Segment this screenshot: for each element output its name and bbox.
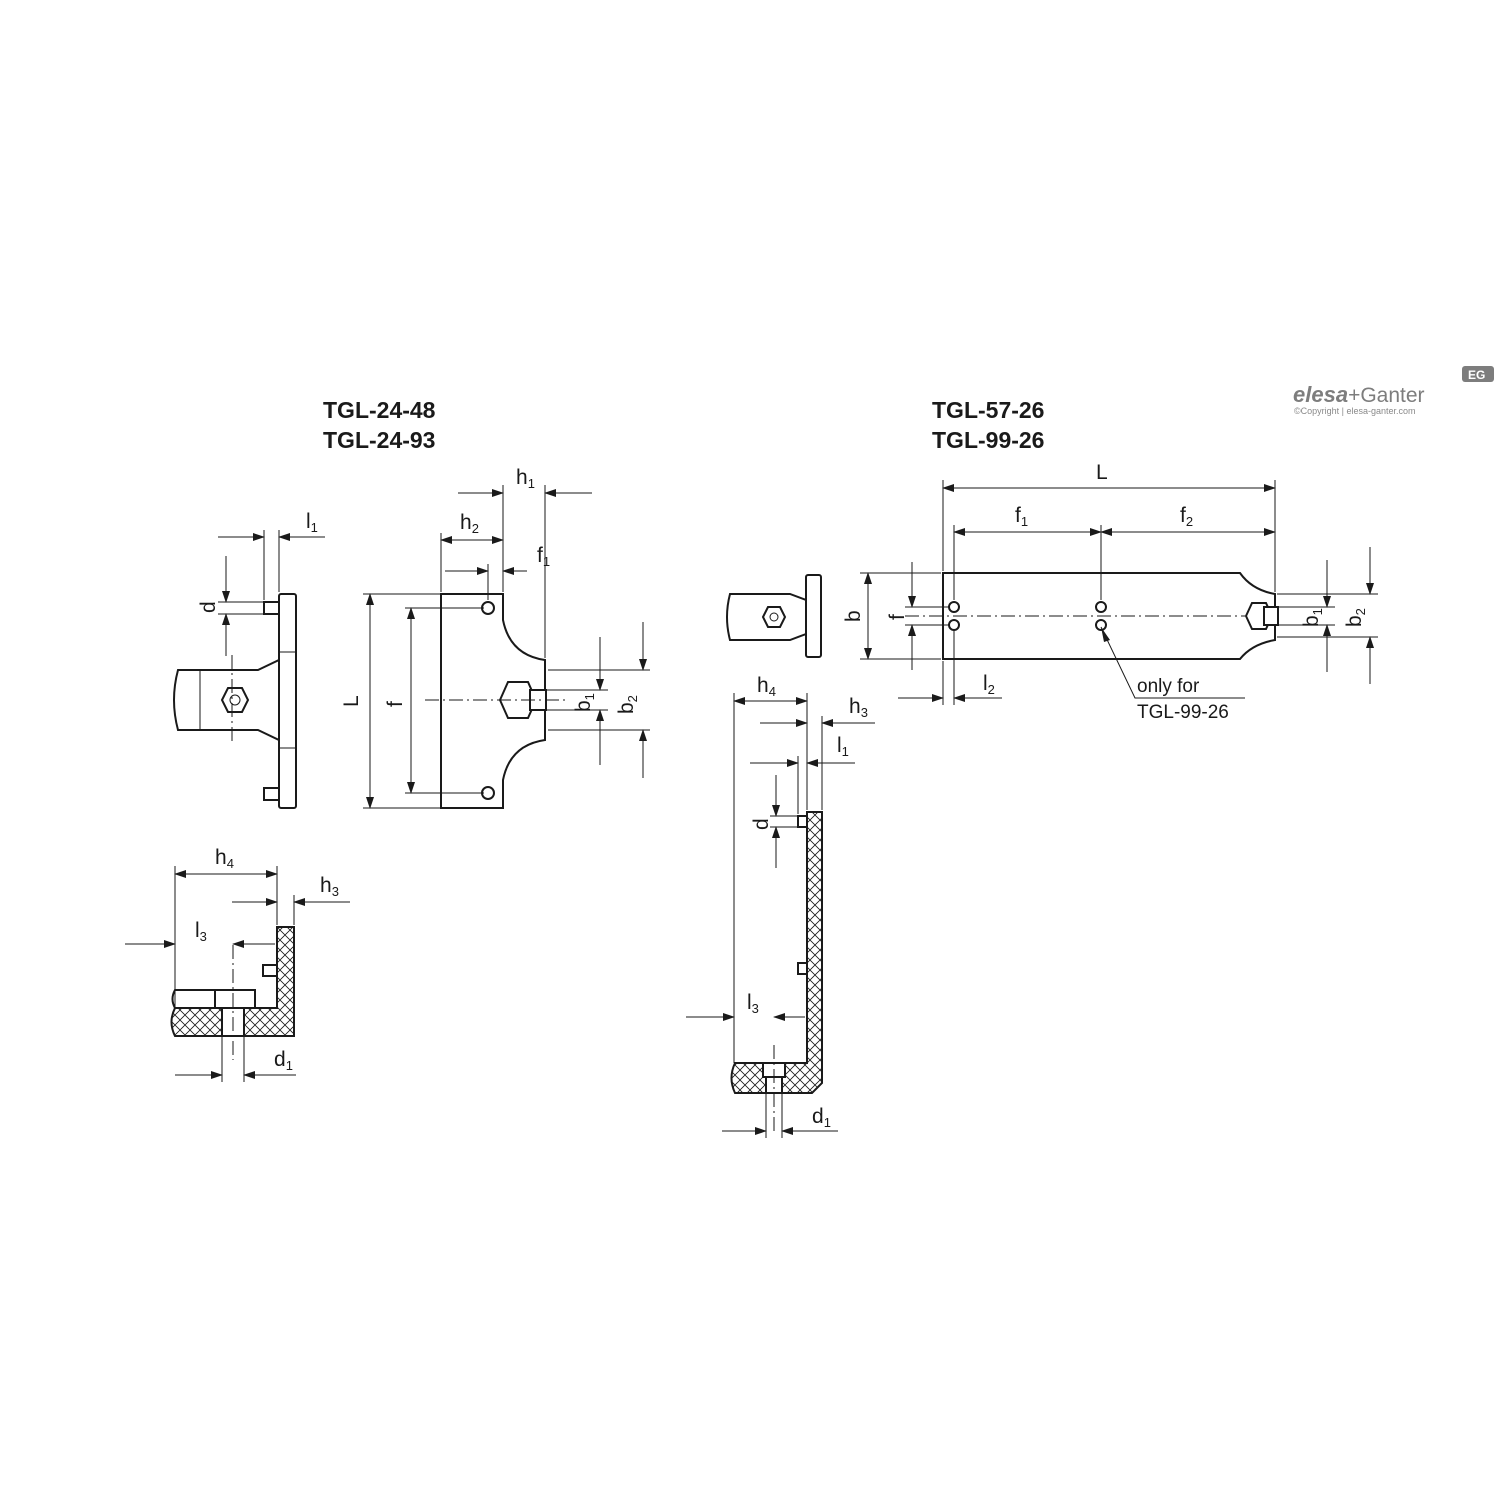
dim-label-b-right: b [842, 610, 865, 622]
dim-label-d: d [197, 601, 220, 613]
right-front-view: L f1 f2 b f l2 b1 [842, 461, 1378, 723]
dim-label-b2-right: b [1343, 615, 1366, 627]
dim-label-L-left: L [340, 695, 363, 707]
dim-label-l2-right: l [983, 672, 988, 695]
left-front-view: L f h1 h2 f1 b1 b2 [340, 466, 650, 809]
note-leader [1100, 626, 1245, 699]
left-section-pin [262, 964, 278, 977]
svg-text:l3: l3 [747, 991, 759, 1016]
right-side-plate [805, 574, 822, 658]
right-section-pin-bottom [797, 962, 808, 975]
svg-text:f1: f1 [537, 544, 550, 569]
right-side-view [726, 574, 822, 658]
brand-name-elesa: elesa [1293, 382, 1348, 407]
brand-copyright: ©Copyright | elesa-ganter.com [1294, 406, 1416, 416]
dim-label-b1-right: b [1300, 615, 1323, 627]
left-front-body [440, 593, 546, 809]
left-title-line1: TGL-24-48 [323, 397, 436, 423]
dim-label-f1-left: f [537, 544, 543, 567]
right-title-line1: TGL-57-26 [932, 397, 1044, 423]
right-title: TGL-57-26 TGL-99-26 [932, 397, 1044, 453]
svg-text:l3: l3 [195, 919, 207, 944]
svg-text:h4: h4 [757, 674, 776, 699]
dim-label-f-right: f [886, 614, 909, 620]
svg-text:l2: l2 [983, 672, 995, 697]
left-title-line2: TGL-24-93 [323, 427, 435, 453]
right-title-line2: TGL-99-26 [932, 427, 1044, 453]
svg-text:b1: b1 [1300, 608, 1325, 627]
right-section-view: h4 h3 l1 d l3 d1 [686, 674, 875, 1138]
dim-label-h2-left: h [460, 511, 472, 534]
dim-label-h4-right: h [757, 674, 769, 697]
dim-label-l1: l [306, 510, 311, 533]
dim-label-h3-left: h [320, 874, 332, 897]
dim-label-h1-left: h [516, 466, 528, 489]
svg-text:f2: f2 [1180, 504, 1193, 529]
dim-label-d-right: d [750, 818, 773, 830]
right-front-hole-3 [1095, 601, 1107, 613]
dim-label-L-right: L [1096, 461, 1108, 484]
svg-text:l1: l1 [306, 510, 318, 535]
note-line1: only for [1137, 676, 1200, 697]
dim-label-d1-left: d [274, 1048, 286, 1071]
svg-text:b2: b2 [615, 695, 640, 714]
dim-label-l3-left: l [195, 919, 200, 942]
svg-text:h1: h1 [516, 466, 535, 491]
dim-label-l3-right: l [747, 991, 752, 1014]
left-title: TGL-24-48 TGL-24-93 [323, 397, 436, 453]
dim-label-f-left: f [384, 701, 407, 707]
dim-label-h4-left: h [215, 846, 227, 869]
left-section-nut [214, 989, 256, 1009]
brand-mark-badge [1462, 366, 1494, 382]
brand-mark: EG [1468, 368, 1485, 382]
svg-text:h4: h4 [215, 846, 234, 871]
svg-text:d1: d1 [812, 1105, 831, 1130]
dim-label-f1-right: f [1015, 504, 1021, 527]
right-front-hole-4 [1095, 619, 1107, 631]
left-side-pin-top [263, 601, 280, 615]
right-front-hole-1 [948, 601, 960, 613]
dim-label-b2-left: b [615, 702, 638, 714]
dim-label-l1-right: l [837, 734, 842, 757]
right-front-hole-2 [948, 619, 960, 631]
svg-text:h3: h3 [320, 874, 339, 899]
svg-text:elesa+Ganter: elesa+Ganter [1293, 382, 1425, 407]
svg-text:h3: h3 [849, 695, 868, 720]
svg-text:b2: b2 [1343, 608, 1368, 627]
dim-label-f2-right: f [1180, 504, 1186, 527]
dim-label-b1-left: b [572, 700, 595, 712]
svg-text:d1: d1 [274, 1048, 293, 1073]
left-side-plate [278, 593, 297, 809]
right-section-body [730, 811, 823, 1094]
brand-logo: elesa+Ganter EG ©Copyright | elesa-gante… [1293, 366, 1494, 416]
note-line2: TGL-99-26 [1137, 702, 1229, 723]
right-front-grub-screw [1263, 606, 1279, 626]
right-side-hex-nut [761, 606, 787, 628]
svg-text:b1: b1 [572, 693, 597, 712]
left-side-pin-bottom [263, 787, 280, 801]
brand-name-ganter: +Ganter [1348, 384, 1424, 407]
left-section-view: h4 h3 l3 d1 [125, 846, 350, 1082]
svg-text:h2: h2 [460, 511, 479, 536]
svg-text:f1: f1 [1015, 504, 1028, 529]
svg-text:l1: l1 [837, 734, 849, 759]
dim-label-d1-right: d [812, 1105, 824, 1128]
dim-label-h3-right: h [849, 695, 861, 718]
left-side-view: l1 d [173, 510, 325, 809]
left-side-hex-nut [220, 687, 250, 713]
right-section-pin-top [797, 815, 808, 828]
